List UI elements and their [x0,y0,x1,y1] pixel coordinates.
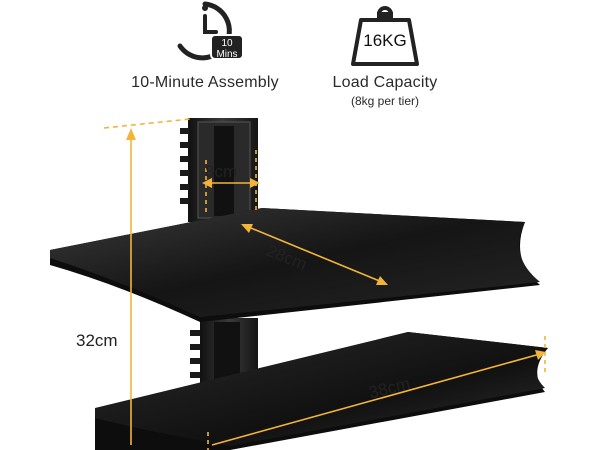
feature-assembly: 10 Mins 10-Minute Assembly [110,0,300,92]
bottom-shelf [95,332,548,450]
badge-number: 10 [221,38,233,49]
load-capacity-label: Load Capacity [332,74,438,91]
badge-unit: Mins [216,49,238,60]
weight-value: 16KG [363,31,407,50]
assembly-label: 10-Minute Assembly [131,74,279,91]
height-dimension-label: 32cm [76,331,118,350]
load-capacity-sublabel: (8kg per tier) [350,94,420,108]
depth-dimension-label: 8cm [205,162,238,181]
top-shelf [50,208,540,322]
weight-icon: 16KG [345,0,425,68]
clock-icon: 10 Mins [170,0,244,66]
clock-badge: 10 Mins [210,34,244,60]
feature-load-capacity: 16KG Load Capacity (8kg per tier) [310,0,460,108]
dimension-lines [103,118,546,450]
